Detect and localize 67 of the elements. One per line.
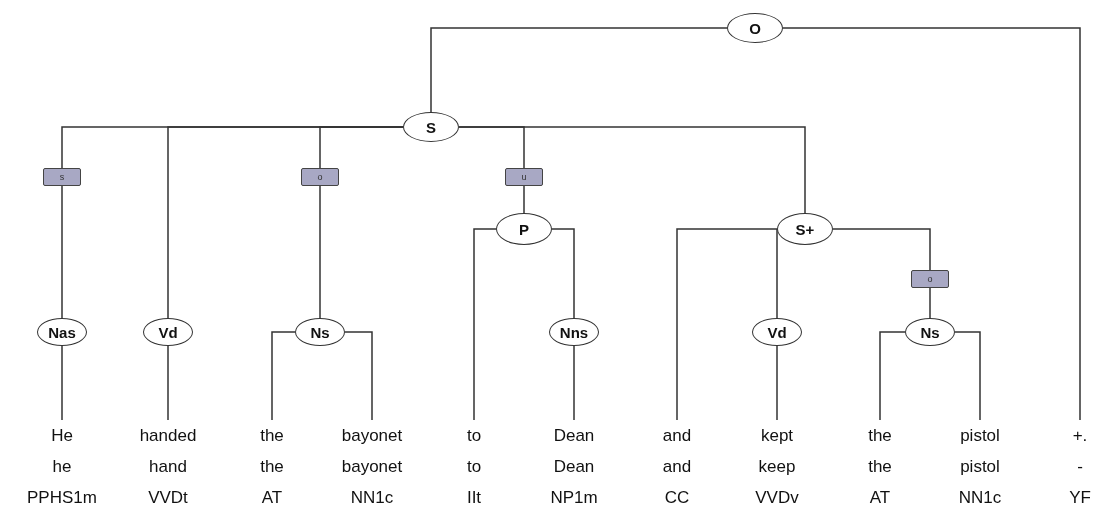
- tree-branch: [271, 331, 296, 421]
- word-label: keep: [758, 456, 796, 478]
- tree-branch: [319, 185, 321, 319]
- category-ellipse: S+: [777, 213, 833, 245]
- tree-branch: [954, 331, 981, 421]
- tree-branch: [573, 345, 575, 421]
- tree-branch: [344, 331, 373, 421]
- tree-branch: [832, 228, 931, 271]
- word-label: and: [662, 425, 692, 447]
- word-label: the: [868, 425, 892, 447]
- word-label: AT: [261, 487, 283, 509]
- word-label: Dean: [553, 425, 595, 447]
- tree-branch: [61, 185, 63, 319]
- category-ellipse: Vd: [143, 318, 193, 346]
- tree-branch: [319, 126, 404, 169]
- word-label: AT: [869, 487, 891, 509]
- tree-branch: [929, 287, 931, 319]
- tree-branch: [776, 345, 778, 421]
- word-label: bayonet: [341, 425, 403, 447]
- tree-branch: [430, 27, 728, 113]
- word-label: NN1c: [350, 487, 394, 509]
- tree-branch: [61, 345, 63, 421]
- word-label: the: [260, 456, 284, 478]
- word-label: bayonet: [341, 456, 403, 478]
- function-tag: o: [911, 270, 949, 288]
- function-tag: o: [301, 168, 339, 186]
- tree-branch: [473, 228, 497, 421]
- word-label: he: [52, 456, 72, 478]
- tree-branch: [523, 185, 525, 214]
- tree-branch: [551, 228, 575, 319]
- category-ellipse: S: [403, 112, 459, 142]
- word-label: He: [51, 425, 73, 447]
- tree-branch: [167, 345, 169, 421]
- word-label: IIt: [466, 487, 482, 509]
- function-tag: u: [505, 168, 543, 186]
- tree-branch: [782, 27, 1081, 421]
- category-ellipse: O: [727, 13, 783, 43]
- word-label: the: [868, 456, 892, 478]
- word-label: NN1c: [958, 487, 1002, 509]
- word-label: +.: [1072, 425, 1088, 447]
- word-label: YF: [1069, 487, 1091, 509]
- category-ellipse: Ns: [905, 318, 955, 346]
- category-ellipse: P: [496, 213, 552, 245]
- category-ellipse: Nas: [37, 318, 87, 346]
- word-label: handed: [139, 425, 197, 447]
- word-label: kept: [760, 425, 794, 447]
- word-label: -: [1077, 456, 1083, 478]
- tree-branch: [676, 228, 778, 421]
- word-label: pistol: [960, 456, 1000, 478]
- tree-branch: [879, 331, 906, 421]
- word-label: pistol: [960, 425, 1000, 447]
- word-label: VVDt: [148, 487, 188, 509]
- category-ellipse: Nns: [549, 318, 599, 346]
- word-label: VVDv: [755, 487, 799, 509]
- category-ellipse: Ns: [295, 318, 345, 346]
- word-label: NP1m: [550, 487, 598, 509]
- function-tag: s: [43, 168, 81, 186]
- word-label: to: [466, 425, 482, 447]
- word-label: Dean: [553, 456, 595, 478]
- word-label: and: [662, 456, 692, 478]
- word-label: PPHS1m: [27, 487, 97, 509]
- word-label: CC: [664, 487, 690, 509]
- word-label: hand: [149, 456, 187, 478]
- category-ellipse: Vd: [752, 318, 802, 346]
- tree-branch: [458, 126, 806, 214]
- word-label: the: [260, 425, 284, 447]
- word-label: to: [466, 456, 482, 478]
